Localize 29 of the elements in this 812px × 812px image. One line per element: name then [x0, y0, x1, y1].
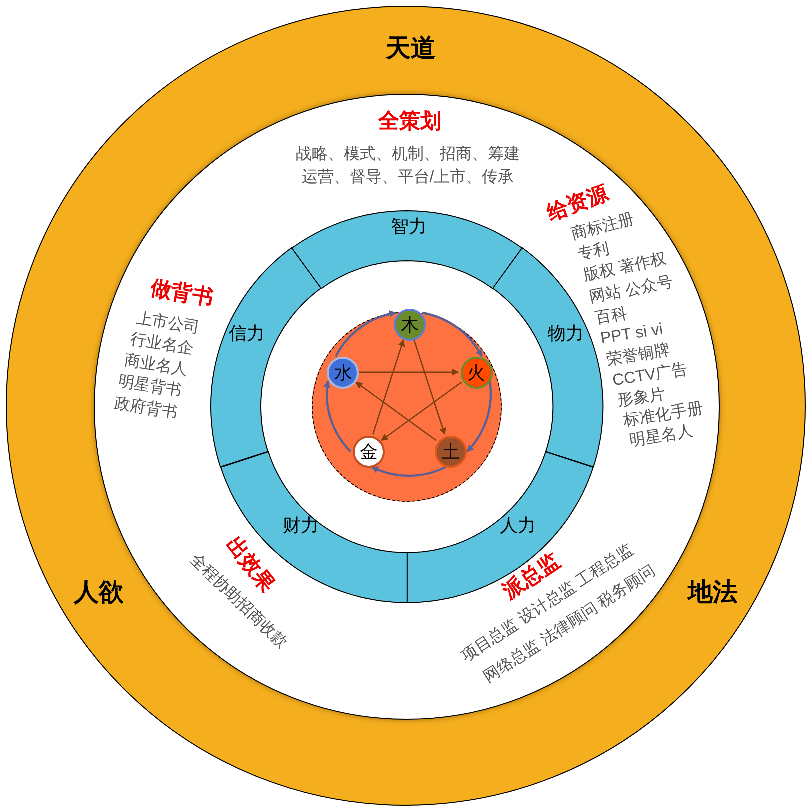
section-text: 专利 — [576, 240, 611, 264]
arrow — [466, 381, 492, 453]
element-circle: 木 — [394, 309, 426, 341]
segment-label: 物力 — [548, 324, 584, 344]
ring-label: 人欲 — [74, 578, 124, 608]
segment-label: 人力 — [500, 516, 536, 536]
section-text: 战略、模式、机制、招商、筹建运营、督导、平台/上市、传承 — [295, 144, 521, 188]
ring-label: 地法 — [688, 578, 738, 608]
element-circle: 水 — [327, 357, 360, 390]
section-heading: 做背书 — [148, 276, 216, 311]
arrow — [359, 368, 460, 376]
segment-label: 信力 — [229, 324, 265, 344]
arrow — [381, 382, 462, 442]
arrow — [422, 312, 483, 358]
arrow — [372, 340, 406, 435]
arrow — [414, 340, 446, 436]
element-circle: 火 — [460, 357, 493, 390]
ring-label: 天道 — [386, 34, 436, 64]
element-circle: 土 — [435, 436, 468, 468]
arrow — [371, 466, 446, 478]
ring-segment — [292, 211, 522, 289]
segment-label: 智力 — [390, 216, 427, 238]
section-text: 百科 — [594, 305, 630, 328]
arrow — [335, 310, 397, 358]
arrow — [324, 380, 352, 453]
arrow — [356, 382, 437, 442]
element-circle: 金 — [352, 436, 385, 468]
segment-label: 财力 — [282, 516, 319, 536]
section-heading: 全策划 — [378, 110, 442, 134]
